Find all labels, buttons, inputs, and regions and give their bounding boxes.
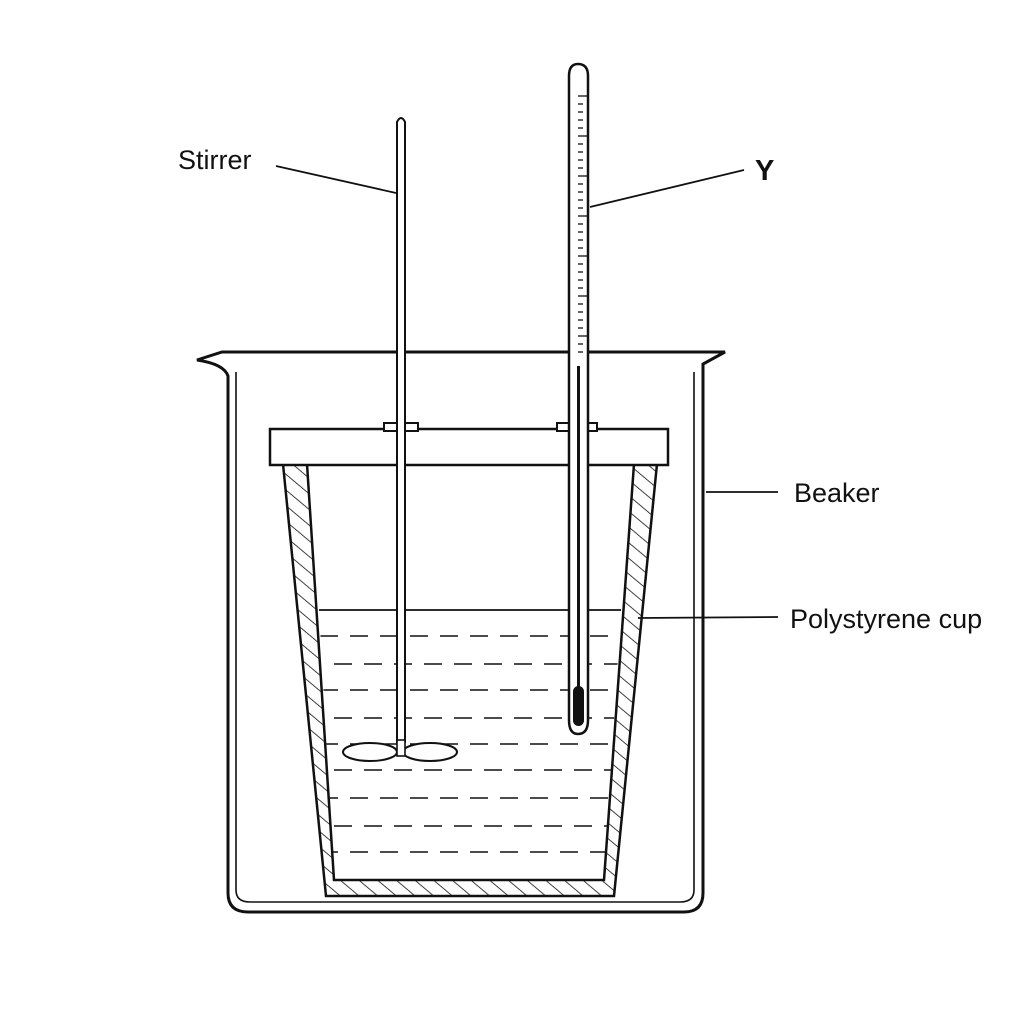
cup-label: Polystyrene cup	[790, 604, 982, 634]
cup-leader	[637, 616, 779, 619]
thermometer-bulb	[573, 686, 584, 726]
stirrer	[342, 117, 458, 762]
stirrer-paddle-right	[402, 742, 458, 762]
thermometer-label: Y	[755, 155, 774, 187]
stirrer-paddle-left	[342, 742, 398, 762]
beaker-label: Beaker	[794, 478, 880, 508]
lid	[268, 427, 670, 467]
thermometer	[556, 62, 598, 736]
beaker	[196, 350, 726, 914]
thermometer-scale	[578, 95, 587, 353]
thermometer-leader	[589, 169, 745, 208]
polystyrene-cup	[281, 462, 659, 898]
leader-lines	[275, 165, 779, 619]
stirrer-label: Stirrer	[178, 145, 252, 175]
stirrer-leader	[275, 165, 397, 194]
